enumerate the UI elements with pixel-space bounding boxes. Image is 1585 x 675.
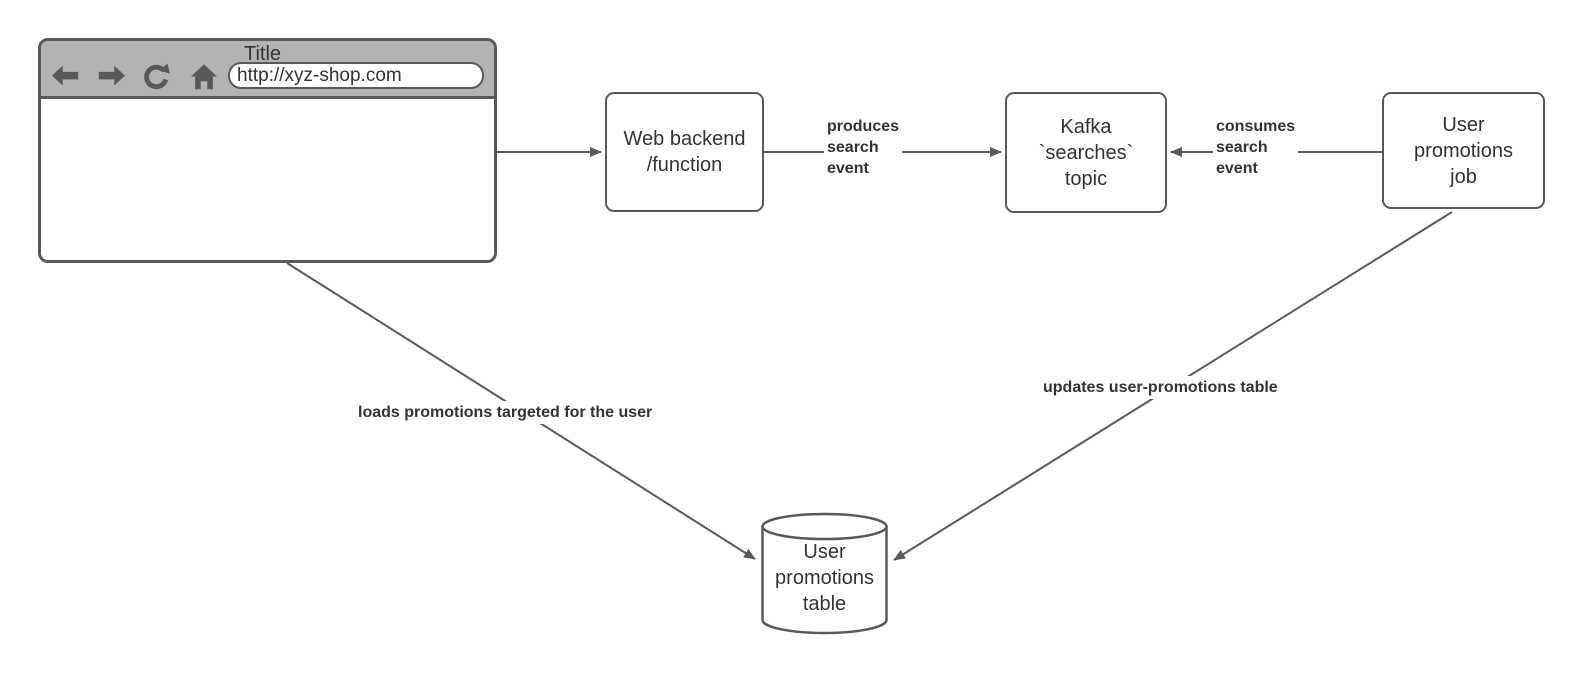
refresh-icon [141,62,171,92]
node-kafka-searches-topic: Kafka `searches` topic [1005,92,1167,213]
home-icon [189,62,219,92]
database-cylinder-icon [761,512,888,635]
node-user-promotions-job: User promotions job [1382,92,1545,209]
edge-label-loads-promotions: loads promotions targeted for the user [355,401,656,424]
url-field: http://xyz-shop.com [228,62,484,89]
node-web-backend: Web backend /function [605,92,764,212]
node-user-promotions-table: User promotions table [761,512,888,636]
forward-icon [96,62,126,92]
database-label: User promotions table [775,541,874,615]
browser-title: Title [243,43,282,65]
edge-label-consumes-search-event: consumes search event [1213,115,1299,180]
edge-label-updates-promotions-table: updates user-promotions table [1040,376,1281,399]
browser-toolbar: Title http: [41,41,494,99]
back-icon [51,62,81,92]
browser-window-node: Title http: [38,38,497,263]
browser-content-area [41,99,494,260]
edge-label-produces-search-event: produces search event [824,115,903,180]
